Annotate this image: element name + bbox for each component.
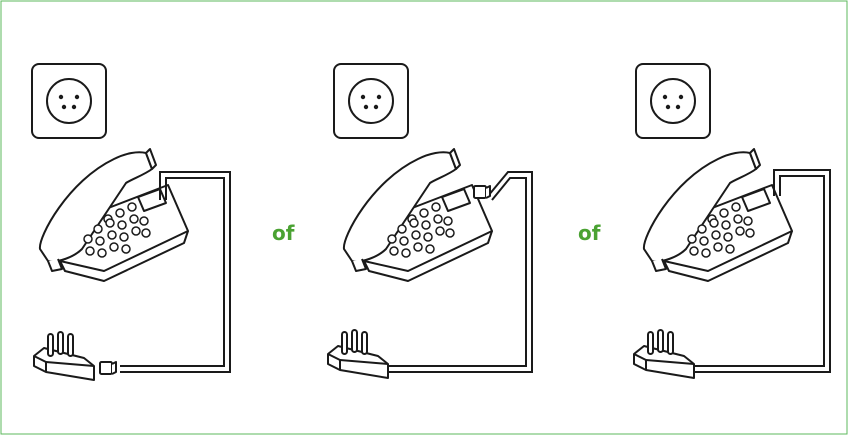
wall-socket-icon: [636, 64, 710, 138]
wall-socket-icon: [334, 64, 408, 138]
rj11-plug-icon: [100, 362, 116, 374]
telephone-icon: [644, 149, 792, 281]
separator-of-2: of: [578, 221, 601, 245]
panel-3: [634, 64, 830, 378]
telephone-icon: [344, 149, 492, 281]
plug-adapter-icon: [328, 330, 388, 378]
telephone-icon: [40, 149, 188, 281]
separator-of-1: of: [272, 221, 295, 245]
wall-socket-icon: [32, 64, 106, 138]
splitter-plug-icon: [34, 332, 94, 380]
plug-adapter-icon: [634, 330, 694, 378]
panel-2: [328, 64, 532, 378]
panel-1: [32, 64, 230, 380]
rj11-plug-icon: [474, 186, 490, 198]
